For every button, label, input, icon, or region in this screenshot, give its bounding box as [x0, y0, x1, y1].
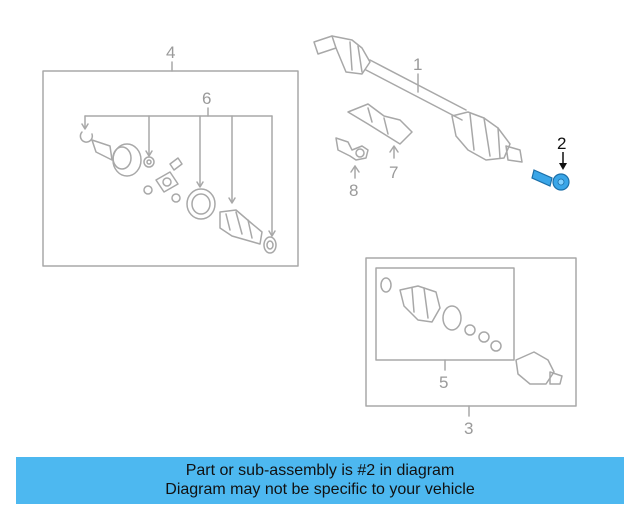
- inner-joint-parts: [380, 277, 563, 385]
- group-box-4: [42, 70, 299, 267]
- caption-line-2: Diagram may not be specific to your vehi…: [165, 481, 475, 498]
- leader-6: [81, 107, 276, 237]
- caption-line-1: Part or sub-assembly is #2 in diagram: [185, 462, 455, 479]
- callout-6: 6: [202, 89, 211, 108]
- outer-joint-parts: [79, 131, 277, 254]
- bracket-7: [347, 103, 413, 159]
- group-box-3: [365, 257, 577, 407]
- callout-5: 5: [439, 373, 448, 392]
- group-box-5: [375, 267, 515, 361]
- callout-7: 7: [389, 163, 398, 182]
- bolt-8: [335, 137, 369, 179]
- caption-banner: Part or sub-assembly is #2 in diagram Di…: [16, 457, 624, 504]
- drive-axle: [313, 35, 523, 163]
- highlighted-bolt-2: [531, 152, 570, 191]
- callout-1: 1: [413, 55, 422, 74]
- callout-3: 3: [464, 419, 473, 438]
- callout-8: 8: [349, 181, 358, 200]
- callout-4: 4: [166, 43, 175, 62]
- callout-2: 2: [557, 134, 566, 153]
